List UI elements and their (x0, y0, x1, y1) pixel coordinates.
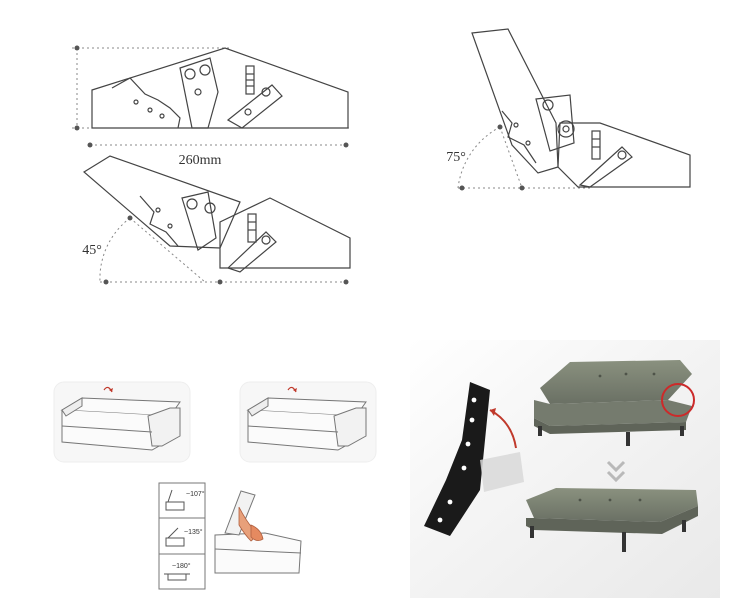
angle-icons-panel: ~107° ~135° ~180° (158, 482, 206, 590)
angle-107-icon: ~107° (165, 489, 205, 511)
angle-107-label: ~107° (186, 490, 205, 498)
width-dimension-label: 260mm (179, 153, 222, 168)
product-photo-panel (410, 340, 720, 598)
sofa-bed-photo (526, 488, 698, 552)
sofa-upright-photo (534, 360, 695, 446)
angle-180-label: ~180° (172, 562, 191, 570)
sofa-sketch-right (238, 380, 378, 465)
sofa-sketch-left (52, 380, 192, 465)
sofa-lift-illustration (205, 485, 305, 580)
angle-180-icon: ~180° (164, 562, 191, 581)
highlight-circle (661, 383, 695, 417)
angle-45-label: 45° (82, 243, 102, 258)
hinge-drawing-closed: 260mm (50, 30, 370, 170)
angle-135-label: ~135° (184, 528, 203, 536)
angle-135-icon: ~135° (165, 527, 203, 547)
hinge-drawing-45: 45° (70, 150, 370, 300)
hinge-drawing-75: 75° (440, 25, 710, 205)
chevron-down-icon (606, 460, 626, 483)
angle-75-label: 75° (446, 150, 466, 165)
hinge-photo (424, 382, 524, 536)
